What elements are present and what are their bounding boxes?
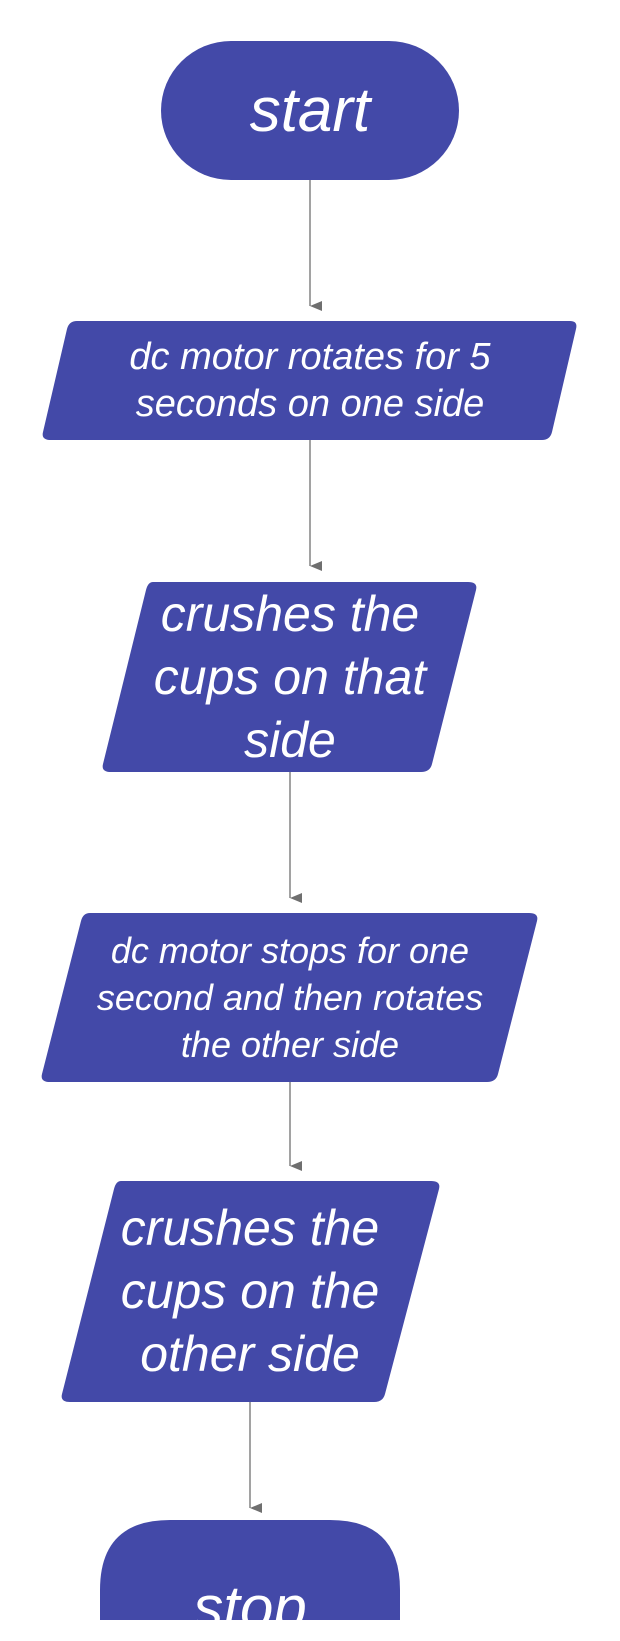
step3-parallelogram: [41, 913, 538, 1082]
step3-label: dc motor stops for one second and then r…: [96, 930, 484, 1065]
step1-label: dc motor rotates for 5 seconds on one si…: [129, 335, 491, 425]
step4-parallelogram: [61, 1181, 440, 1402]
stop-terminator: [100, 1520, 400, 1620]
start-terminator: [161, 41, 459, 180]
step4-label: crushes the cups on the other side: [120, 1200, 380, 1382]
step2-label: crushes the cups on that side: [153, 585, 427, 768]
start-label: start: [249, 75, 371, 145]
step1-parallelogram: [42, 321, 577, 440]
stop-label: stop: [193, 1574, 307, 1641]
step2-parallelogram: [102, 582, 477, 772]
